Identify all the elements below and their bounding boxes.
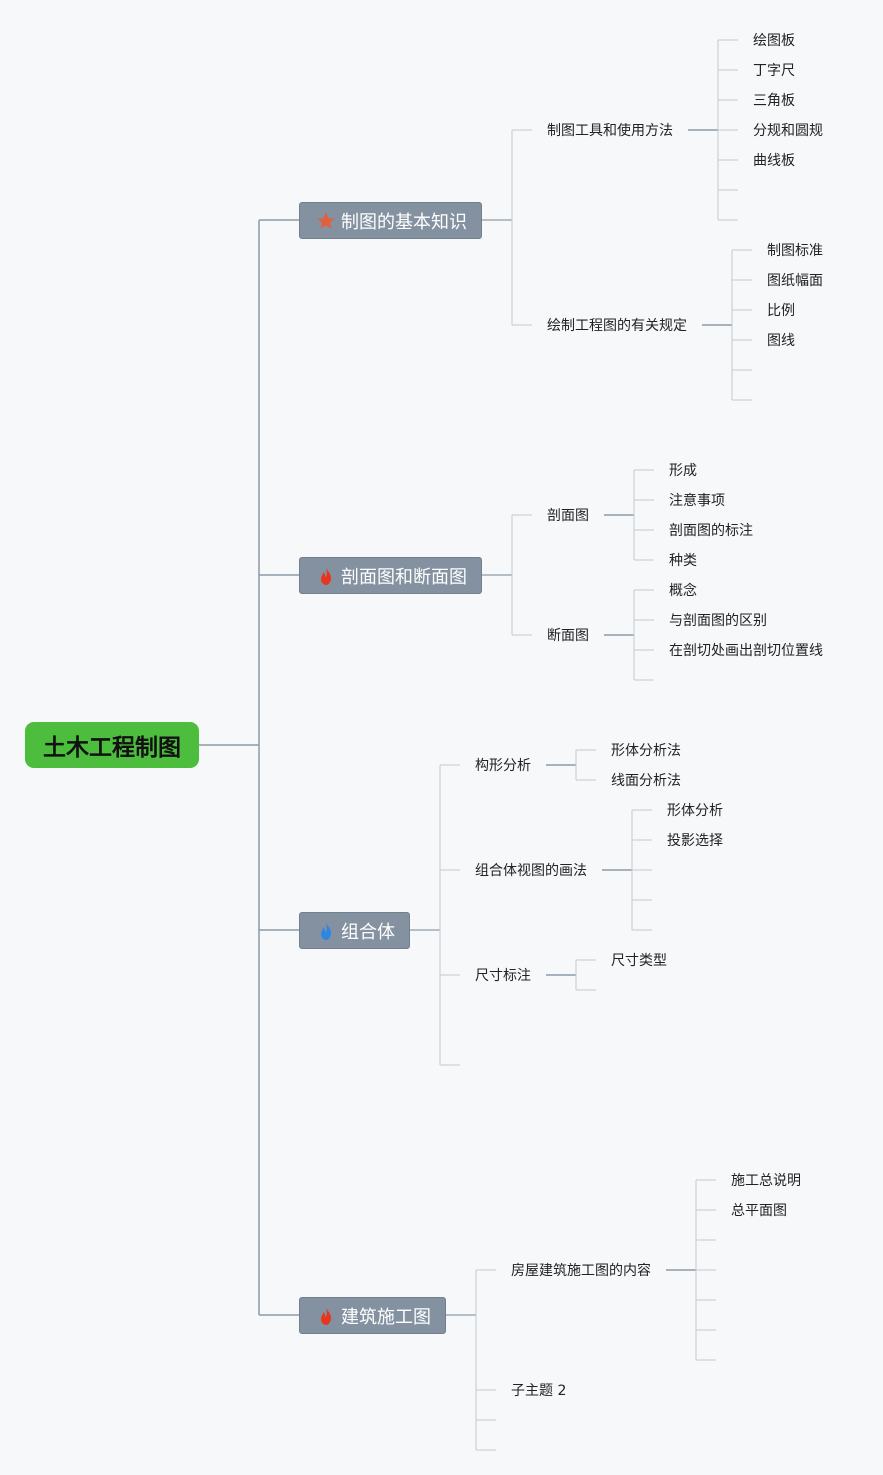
leaf-topic[interactable]: 剖面图的标注 [669,523,753,539]
leaf-topic[interactable]: 分规和圆规 [753,123,823,139]
leaf-topic[interactable]: 概念 [669,583,697,599]
leaf-topic[interactable]: 种类 [669,553,697,569]
leaf-topic[interactable]: 与剖面图的区别 [669,613,767,629]
leaf-topic[interactable]: 绘图板 [753,33,795,49]
subtopic[interactable]: 房屋建筑施工图的内容 [511,1263,651,1279]
leaf-topic[interactable]: 线面分析法 [611,773,681,789]
branch-label: 剖面图和断面图 [341,566,467,588]
leaf-topic[interactable]: 形体分析法 [611,743,681,759]
branch-label: 建筑施工图 [341,1306,431,1328]
leaf-topic[interactable]: 总平面图 [731,1203,787,1219]
leaf-topic[interactable]: 投影选择 [667,833,723,849]
fire-icon [321,921,331,940]
fire-icon [321,566,331,585]
subtopic[interactable]: 组合体视图的画法 [475,863,587,879]
subtopic[interactable]: 断面图 [547,628,589,644]
leaf-topic[interactable]: 注意事项 [669,493,725,509]
branch-drawing-basics[interactable]: 制图的基本知识 [299,202,482,239]
leaf-topic[interactable]: 图线 [767,333,795,349]
branch-label: 制图的基本知识 [341,211,467,233]
subtopic[interactable]: 剖面图 [547,508,589,524]
leaf-topic[interactable]: 丁字尺 [753,63,795,79]
subtopic[interactable]: 构形分析 [475,758,531,774]
leaf-topic[interactable]: 在剖切处画出剖切位置线 [669,643,823,659]
fire-icon [321,1306,331,1325]
leaf-topic[interactable]: 形成 [669,463,697,479]
root-topic[interactable]: 土木工程制图 [25,722,199,768]
leaf-topic[interactable]: 施工总说明 [731,1173,801,1189]
branch-construction-drawings[interactable]: 建筑施工图 [299,1297,446,1334]
branch-section-views[interactable]: 剖面图和断面图 [299,557,482,594]
star-icon [317,212,335,229]
leaf-topic[interactable]: 制图标准 [767,243,823,259]
subtopic[interactable]: 制图工具和使用方法 [547,123,673,139]
subtopic[interactable]: 子主题 2 [511,1383,567,1399]
leaf-topic[interactable]: 尺寸类型 [611,953,667,969]
leaf-topic[interactable]: 形体分析 [667,803,723,819]
branch-composite-body[interactable]: 组合体 [299,912,410,949]
subtopic[interactable]: 尺寸标注 [475,968,531,984]
branch-label: 组合体 [341,921,395,943]
subtopic[interactable]: 绘制工程图的有关规定 [547,318,687,334]
leaf-topic[interactable]: 比例 [767,303,795,319]
leaf-topic[interactable]: 曲线板 [753,153,795,169]
leaf-topic[interactable]: 三角板 [753,93,795,109]
root-topic-label: 土木工程制图 [43,735,181,761]
leaf-topic[interactable]: 图纸幅面 [767,273,823,289]
